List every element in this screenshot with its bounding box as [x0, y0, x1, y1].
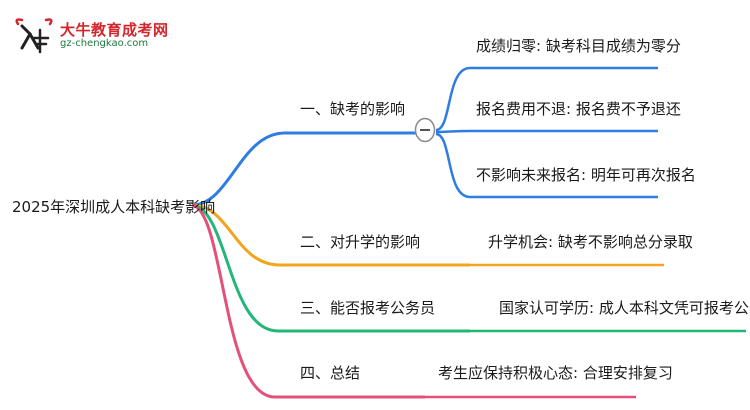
leaf-fee-not-refunded: 报名费用不退: 报名费不予退还 [476, 100, 681, 118]
branch-impact-on-admission: 二、对升学的影响 [300, 233, 421, 251]
edge-branch-2 [191, 203, 470, 267]
branch-impact-of-absence: 一、缺考的影响 [300, 100, 406, 118]
edge-branch-1 [191, 131, 418, 207]
logo-url: gz-chengkao.com [60, 38, 149, 49]
leaf-positive-attitude: 考生应保持积极心态: 合理安排复习 [438, 364, 673, 382]
edge-leaf-2 [435, 129, 658, 134]
branch-civil-service-eligibility: 三、能否报考公务员 [300, 299, 436, 317]
site-logo: 大牛教育成考网 gz-chengkao.com [6, 16, 176, 56]
edge-leaf-3 [435, 132, 658, 199]
edge-branch-3 [191, 203, 470, 333]
leaf-recognized-degree: 国家认可学历: 成人本科文凭可报考公务员 [499, 299, 750, 317]
branch-summary: 四、总结 [300, 364, 361, 382]
leaf-future-registration: 不影响未来报名: 明年可再次报名 [476, 166, 696, 184]
collapse-toggle[interactable] [414, 117, 436, 143]
edge-branch-4 [191, 203, 425, 399]
bull-logo-icon [15, 18, 53, 54]
edge-leaf-1 [435, 66, 658, 132]
collapse-circle-icon [414, 117, 436, 143]
leaf-score-zero: 成绩归零: 缺考科目成绩为零分 [476, 37, 681, 55]
leaf-admission-chance: 升学机会: 缺考不影响总分录取 [488, 233, 693, 251]
mindmap-root: 2025年深圳成人本科缺考影响 [12, 198, 216, 216]
logo-title: 大牛教育成考网 [60, 21, 169, 39]
